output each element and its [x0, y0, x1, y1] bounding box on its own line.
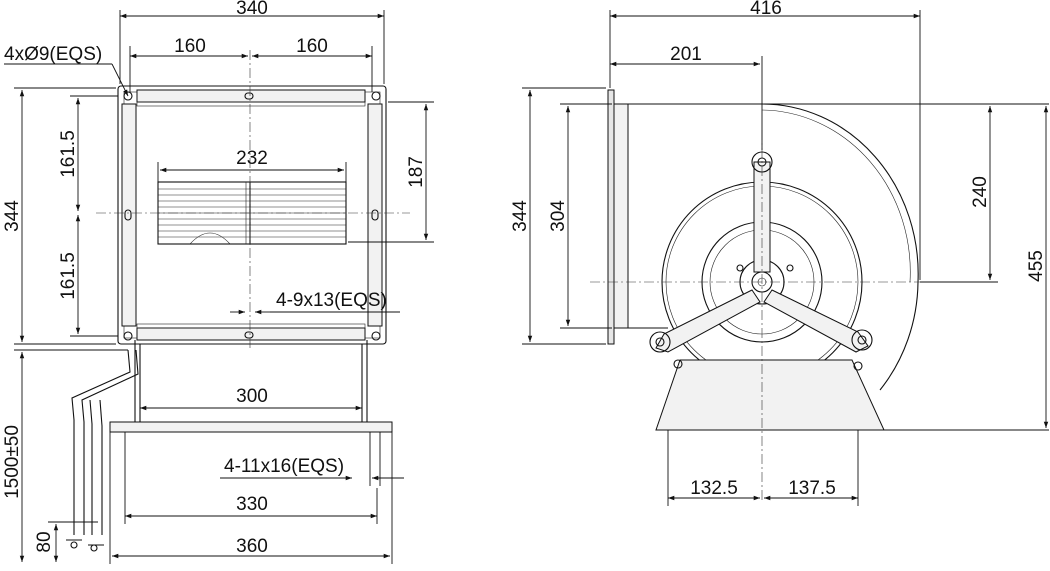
dim-outlet-height: 187 [406, 156, 427, 188]
base-foot [109, 340, 393, 433]
side-view: 416 201 344 304 240 455 132.5 137.5 [510, 0, 1049, 506]
front-housing-frame [117, 85, 387, 345]
dim-base-hole-spacing: 330 [236, 494, 268, 515]
dim-side-flange-height: 344 [510, 200, 531, 232]
dim-hole-spacing-right: 160 [296, 36, 328, 57]
dim-axis-to-top: 240 [970, 176, 991, 208]
power-cables [66, 349, 139, 552]
dim-lead-strip: 80 [34, 531, 55, 552]
side-flange [607, 89, 615, 345]
mount-hole-icon [123, 91, 133, 101]
dim-lower-half: 161.5 [58, 252, 79, 300]
dim-base-overall: 360 [236, 536, 268, 557]
dim-outlet-width: 232 [236, 148, 268, 169]
dim-front-overall-width: 340 [236, 0, 268, 19]
dim-flange-to-axis: 201 [670, 44, 702, 65]
side-foot [655, 359, 885, 431]
dim-upper-half: 161.5 [58, 130, 79, 178]
dim-side-outlet-height: 304 [548, 200, 569, 232]
dim-hole-note: 4xØ9(EQS) [4, 44, 102, 65]
dim-cable-length: 1500±50 [2, 425, 23, 499]
dim-foot-right: 137.5 [788, 478, 836, 499]
dim-base-width: 300 [236, 386, 268, 407]
scroll-housing [628, 103, 919, 391]
dim-side-overall-height: 455 [1026, 250, 1047, 282]
motor-support-arms [649, 151, 873, 353]
dim-slot-note: 4-9x13(EQS) [276, 290, 387, 311]
slot-icon [244, 92, 254, 100]
dim-side-overall-length: 416 [750, 0, 782, 19]
dim-front-overall-height: 344 [2, 200, 23, 232]
dim-base-slot-note: 4-11x16(EQS) [224, 456, 344, 477]
front-view: 340 4xØ9(EQS) 160 160 344 161.5 161.5 23… [2, 0, 434, 564]
dim-foot-left: 132.5 [690, 478, 738, 499]
dim-hole-spacing-left: 160 [174, 36, 206, 57]
